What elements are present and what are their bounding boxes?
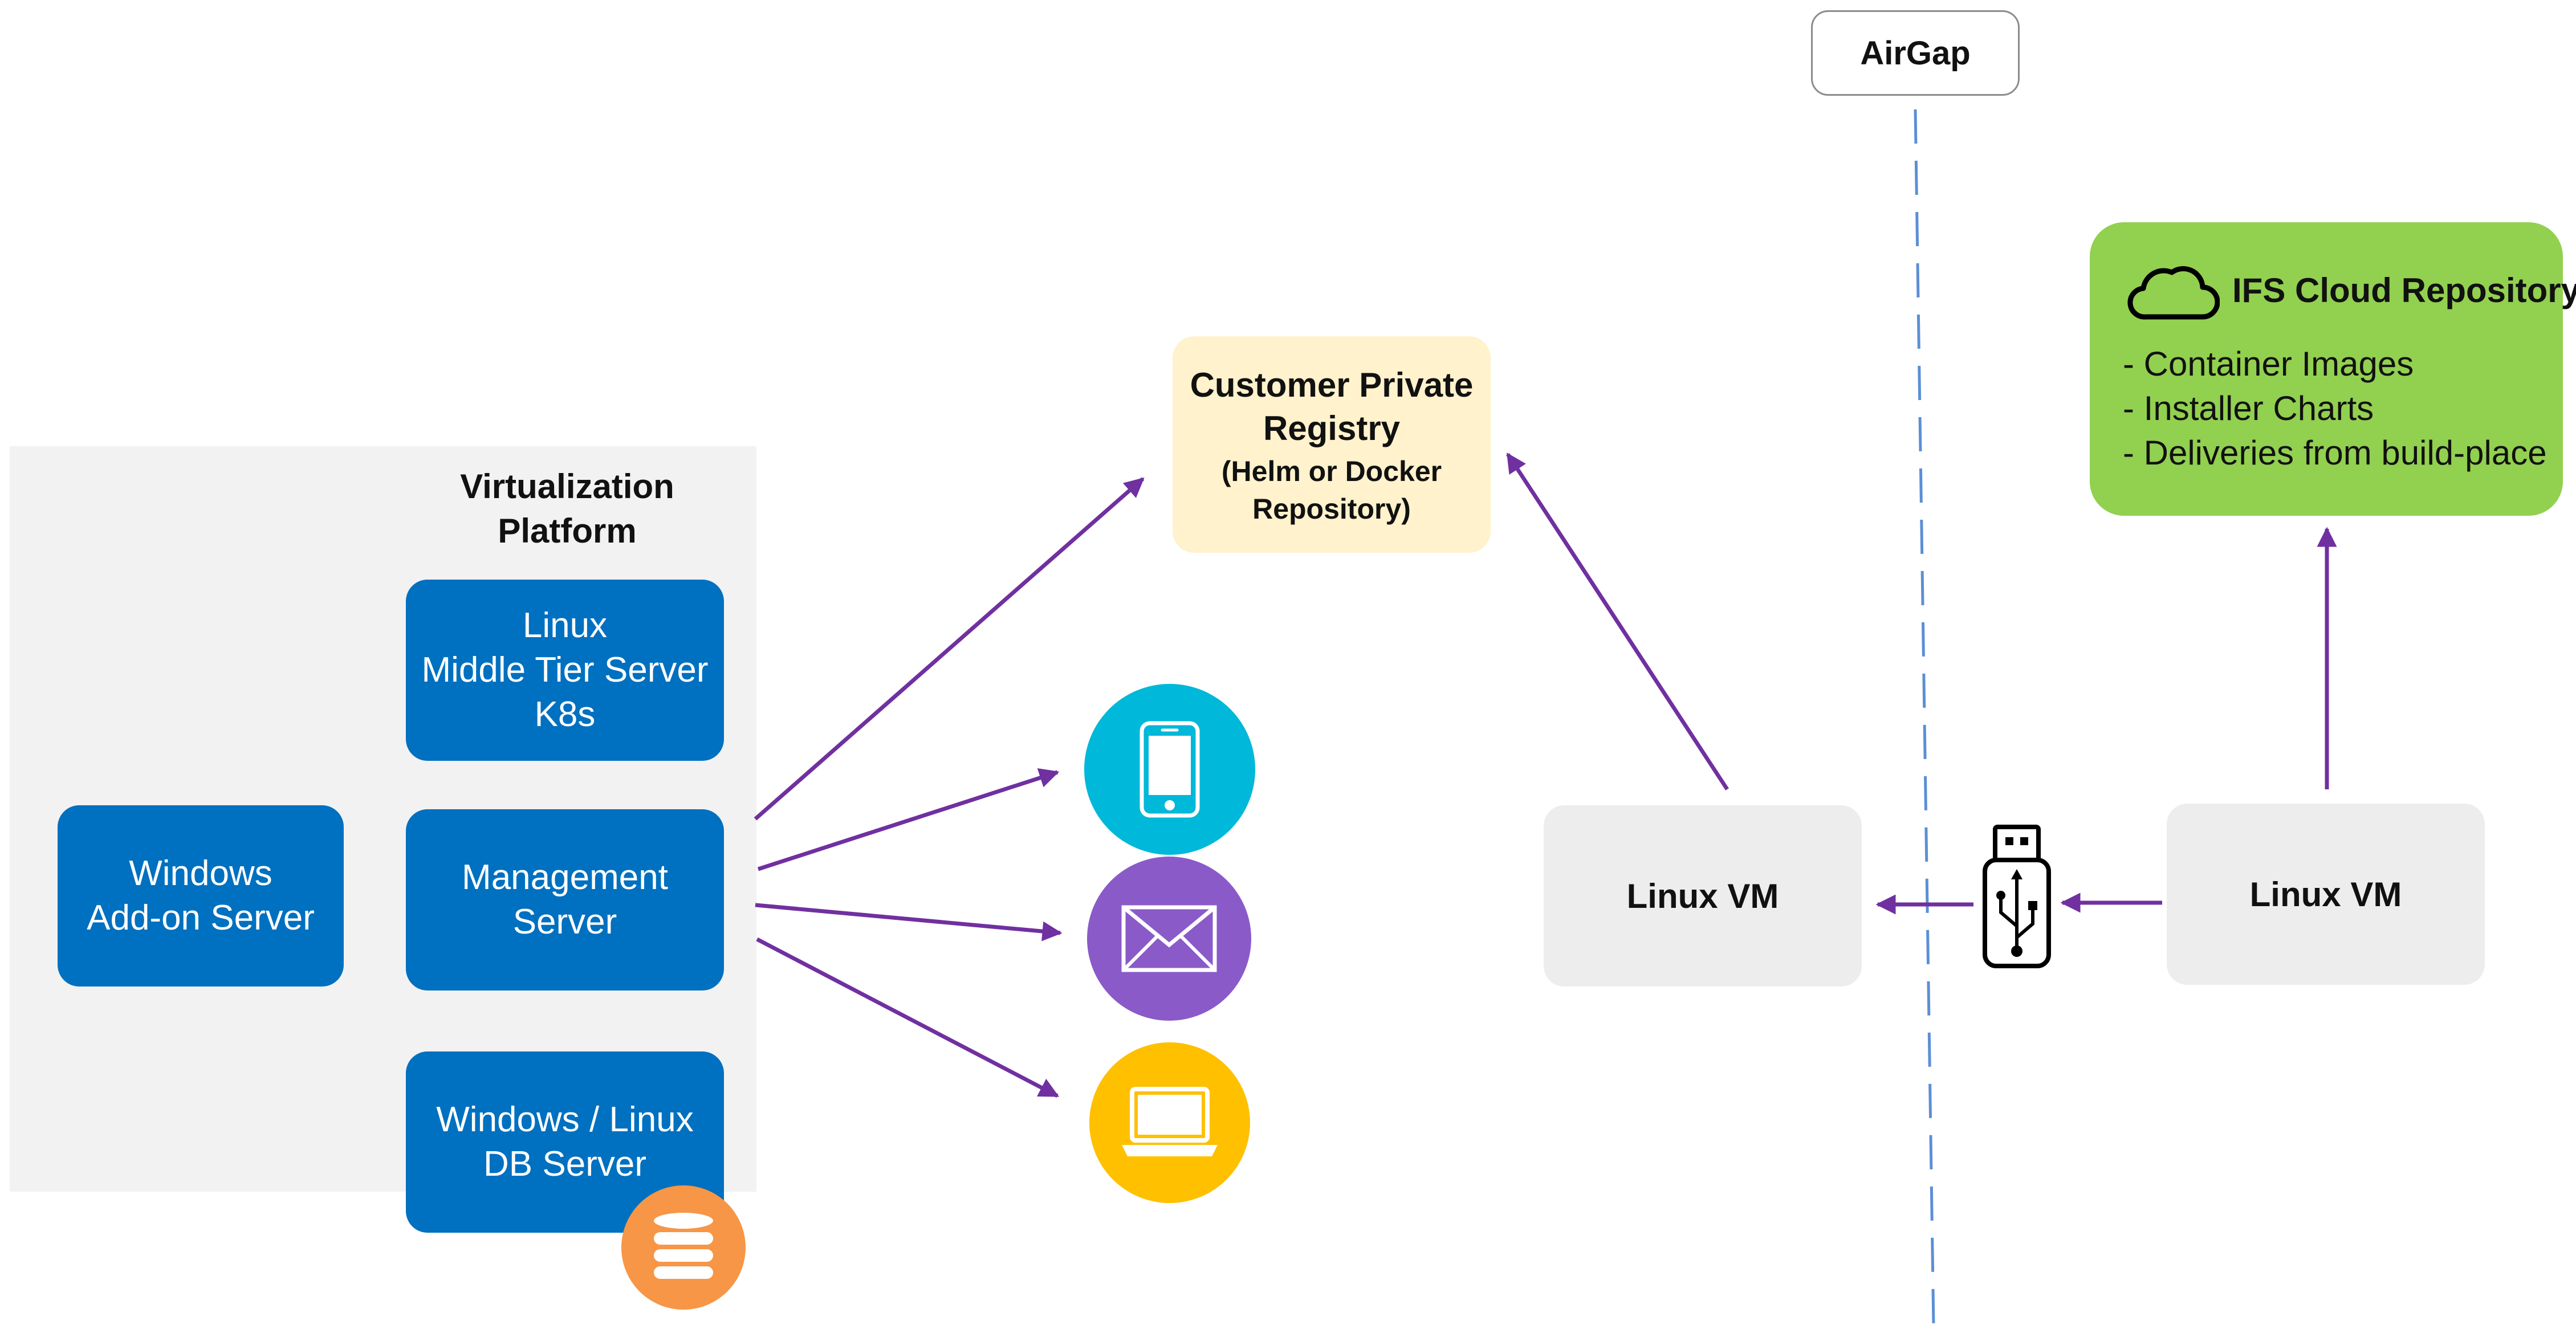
- linux-vm-right[interactable]: Linux VM: [2167, 804, 2485, 985]
- arrow-management-to-mail: [755, 903, 1063, 941]
- registry-title: Customer Private Registry: [1190, 366, 1474, 447]
- registry-subtitle: (Helm or Docker Repository): [1221, 455, 1442, 525]
- management-server-label: Management Server: [462, 858, 668, 941]
- db-server-label: Windows / Linux DB Server: [436, 1100, 694, 1184]
- list-item: - Container Images: [2123, 345, 2414, 383]
- windows-addon-server-label: Windows Add-on Server: [87, 854, 315, 937]
- ifs-cloud-repository-list: - Container Images - Installer Charts - …: [2123, 342, 2547, 475]
- arrow-management-to-laptop: [756, 937, 1060, 1098]
- list-item: - Deliveries from build-place: [2123, 434, 2547, 472]
- mobile-phone-icon: [1084, 684, 1255, 855]
- linux-vm-left-label: Linux VM: [1626, 877, 1779, 915]
- linux-middle-tier-server-label: Linux Middle Tier Server K8s: [421, 606, 709, 734]
- ifs-cloud-repository[interactable]: IFS Cloud Repository - Container Images …: [2090, 222, 2576, 516]
- management-server[interactable]: Management Server: [406, 809, 724, 990]
- airgap-label-text: AirGap: [1860, 34, 1971, 72]
- usb-drive-icon: [1980, 824, 2053, 971]
- windows-addon-server[interactable]: Windows Add-on Server: [58, 805, 344, 987]
- linux-middle-tier-server[interactable]: Linux Middle Tier Server K8s: [406, 580, 724, 761]
- virtualization-platform-title: Virtualization Platform: [460, 467, 674, 550]
- laptop-icon: [1089, 1042, 1250, 1203]
- arrow-management-to-phone: [757, 768, 1060, 871]
- cloud-icon: [2127, 266, 2220, 320]
- database-icon: [621, 1185, 746, 1310]
- linux-vm-left[interactable]: Linux VM: [1544, 805, 1862, 987]
- airgap-line: [1914, 109, 1935, 1326]
- list-item: - Installer Charts: [2123, 389, 2374, 427]
- customer-private-registry[interactable]: Customer Private Registry (Helm or Docke…: [1173, 336, 1491, 553]
- airgap-label: AirGap: [1811, 10, 2020, 96]
- arrow-management-to-registry: [754, 477, 1145, 821]
- arrow-vm-to-registry: [1506, 453, 1729, 790]
- ifs-cloud-repository-title: IFS Cloud Repository: [2232, 271, 2576, 309]
- envelope-icon: [1087, 857, 1251, 1021]
- linux-vm-right-label: Linux VM: [2249, 875, 2402, 914]
